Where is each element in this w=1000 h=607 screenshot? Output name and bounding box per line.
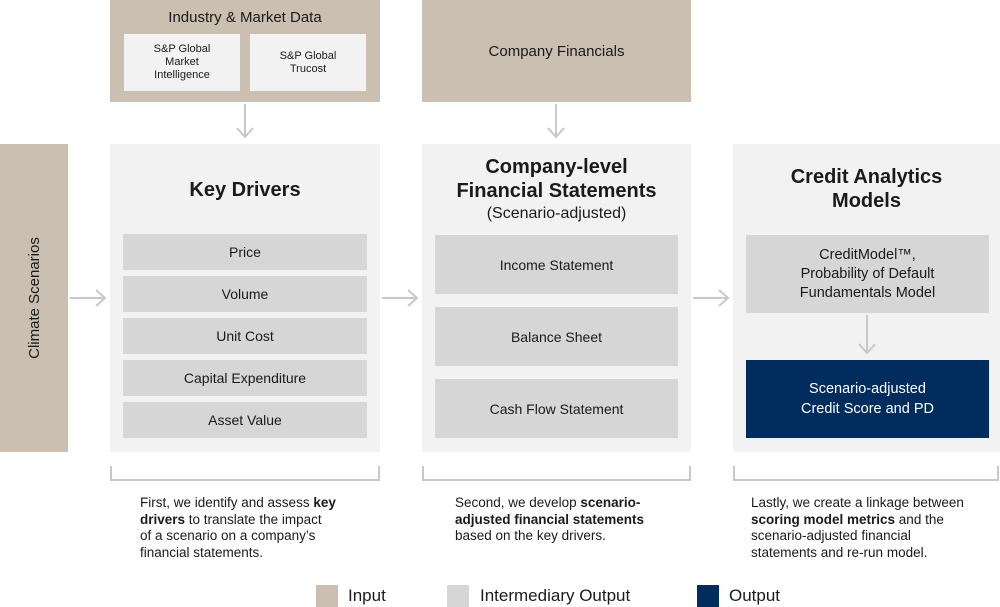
financial-statements-title-line1: Company-level	[485, 156, 628, 178]
legend-swatch-output	[697, 585, 719, 607]
company-financials-title: Company Financials	[488, 42, 625, 60]
output-line2: Credit Score and PD	[801, 401, 934, 417]
desc2-text: Second, we develop	[455, 495, 581, 510]
industry-market-data-box: Industry & Market Data S&P Global Market…	[110, 0, 380, 102]
statement-balance-sheet: Balance Sheet	[435, 307, 678, 366]
description-first: First, we identify and assess key driver…	[140, 495, 380, 561]
desc3-text2: and the	[895, 511, 944, 527]
desc1-text: First, we identify and assess	[140, 495, 314, 510]
arrow-down-industry	[236, 104, 254, 139]
desc2-text3: based on the key drivers.	[455, 528, 606, 543]
climate-scenarios-box: Climate Scenarios	[0, 144, 68, 452]
desc2-bold2: adjusted financial statements	[455, 511, 645, 527]
desc3-text1: Lastly, we create a linkage between	[751, 495, 964, 510]
bracket-financial-statements	[422, 466, 691, 481]
legend-label-output: Output	[729, 586, 781, 605]
financial-statements-subtitle: (Scenario-adjusted)	[486, 205, 627, 222]
source-sp-global-trucost: S&P Global Trucost	[250, 34, 366, 91]
arrow-right-drivers	[382, 289, 419, 307]
source-sp-global-market-intelligence: S&P Global Market Intelligence	[124, 34, 240, 91]
desc2-bold: scenario-	[580, 495, 641, 510]
desc1-text2: to translate the impact	[185, 511, 322, 527]
credit-analytics-title-line2: Models	[832, 190, 901, 212]
credit-analytics-panel: Credit Analytics Models CreditModel™, Pr…	[733, 144, 1000, 452]
key-drivers-title: Key Drivers	[189, 179, 301, 201]
driver-capital-expenditure: Capital Expenditure	[123, 360, 367, 396]
desc1-text3: of a scenario on a company’s	[140, 528, 316, 543]
bracket-credit-analytics	[733, 466, 999, 481]
driver-price: Price	[123, 234, 367, 270]
arrow-right-statements	[693, 289, 730, 307]
arrow-right-climate	[70, 289, 107, 307]
key-drivers-panel: Key Drivers Price Volume Unit Cost Capit…	[110, 144, 380, 452]
desc1-bold2: drivers	[140, 511, 186, 527]
arrow-down-credit-model	[858, 315, 876, 355]
company-financials-box: Company Financials	[422, 0, 691, 102]
financial-statements-panel: Company-level Financial Statements (Scen…	[422, 144, 691, 452]
driver-unit-cost: Unit Cost	[123, 318, 367, 354]
credit-model-box: CreditModel™, Probability of Default Fun…	[746, 235, 989, 313]
bracket-key-drivers	[110, 466, 380, 481]
credit-analytics-title-line1: Credit Analytics	[790, 166, 943, 188]
desc3-text4: statements and re-run model.	[751, 544, 928, 560]
output-credit-score-box: Scenario-adjusted Credit Score and PD	[746, 360, 989, 438]
description-third: Lastly, we create a linkage between scor…	[751, 495, 1000, 561]
legend-label-input: Input	[348, 586, 386, 605]
industry-market-data-title: Industry & Market Data	[168, 9, 322, 26]
financial-statements-title-line2: Financial Statements	[456, 180, 657, 202]
statement-income: Income Statement	[435, 235, 678, 294]
credit-model-line2: Probability of Default	[800, 266, 935, 282]
legend-swatch-intermediary	[447, 585, 469, 607]
driver-volume: Volume	[123, 276, 367, 312]
legend-swatch-input	[316, 585, 338, 607]
desc3-text3: scenario-adjusted financial	[751, 528, 911, 543]
legend-label-intermediary: Intermediary Output	[480, 586, 631, 605]
arrow-down-company-financials	[547, 104, 565, 139]
output-line1: Scenario-adjusted	[809, 381, 926, 397]
driver-asset-value: Asset Value	[123, 402, 367, 438]
desc1-text4: financial statements.	[140, 544, 264, 560]
credit-model-line3: Fundamentals Model	[799, 285, 936, 301]
credit-model-line1: CreditModel™,	[819, 247, 916, 263]
description-second: Second, we develop scenario- adjusted fi…	[455, 495, 685, 545]
desc3-bold: scoring model metrics	[751, 511, 896, 527]
statement-cash-flow: Cash Flow Statement	[435, 379, 678, 438]
desc1-bold: key	[313, 495, 336, 510]
